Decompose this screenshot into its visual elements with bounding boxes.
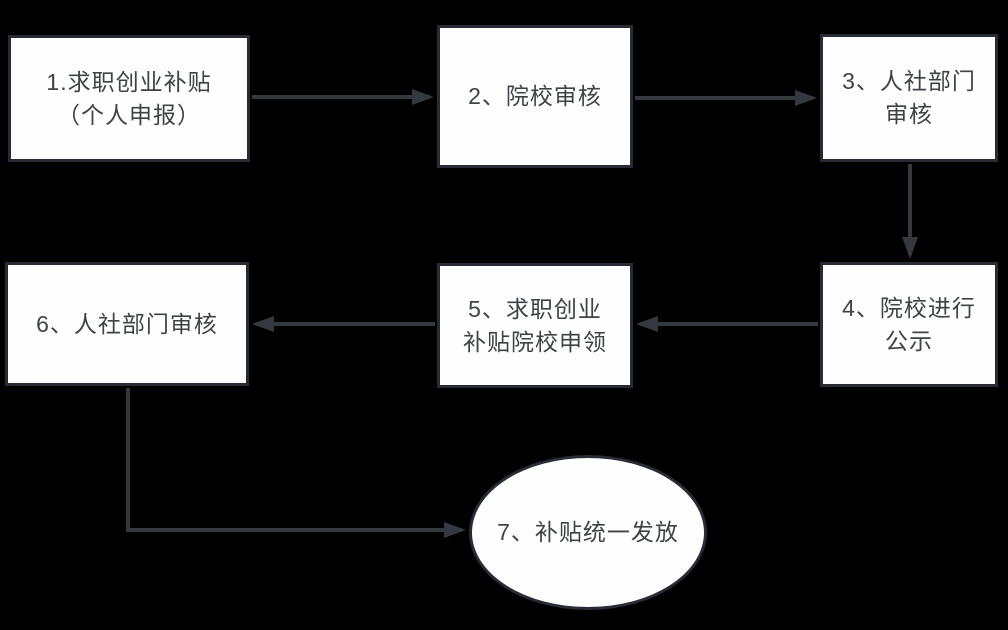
flow-node-personal-application[interactable]: 1.求职创业补贴 （个人申报） [8, 35, 250, 162]
flow-node-hr-department-review-2[interactable]: 6、人社部门审核 [5, 262, 249, 386]
flow-node-label: 7、补贴统一发放 [497, 519, 679, 546]
flow-node-label: 2、院校审核 [468, 83, 602, 110]
flow-node-subsidy-distribution[interactable]: 7、补贴统一发放 [469, 455, 707, 610]
flow-node-college-publicity[interactable]: 4、院校进行 公示 [820, 262, 998, 387]
flow-node-label: 3、人社部门 审核 [842, 68, 976, 127]
flow-node-college-review[interactable]: 2、院校审核 [437, 25, 633, 168]
flow-node-hr-department-review[interactable]: 3、人社部门 审核 [820, 34, 998, 162]
flow-node-label: 6、人社部门审核 [36, 310, 218, 337]
flow-node-label: 4、院校进行 公示 [842, 294, 976, 354]
flow-node-college-subsidy-claim[interactable]: 5、求职创业 补贴院校申领 [437, 263, 633, 388]
flow-node-label: 5、求职创业 补贴院校申领 [463, 295, 607, 355]
flow-node-label: 1.求职创业补贴 （个人申报） [46, 68, 212, 128]
connector-6-7 [126, 388, 466, 538]
